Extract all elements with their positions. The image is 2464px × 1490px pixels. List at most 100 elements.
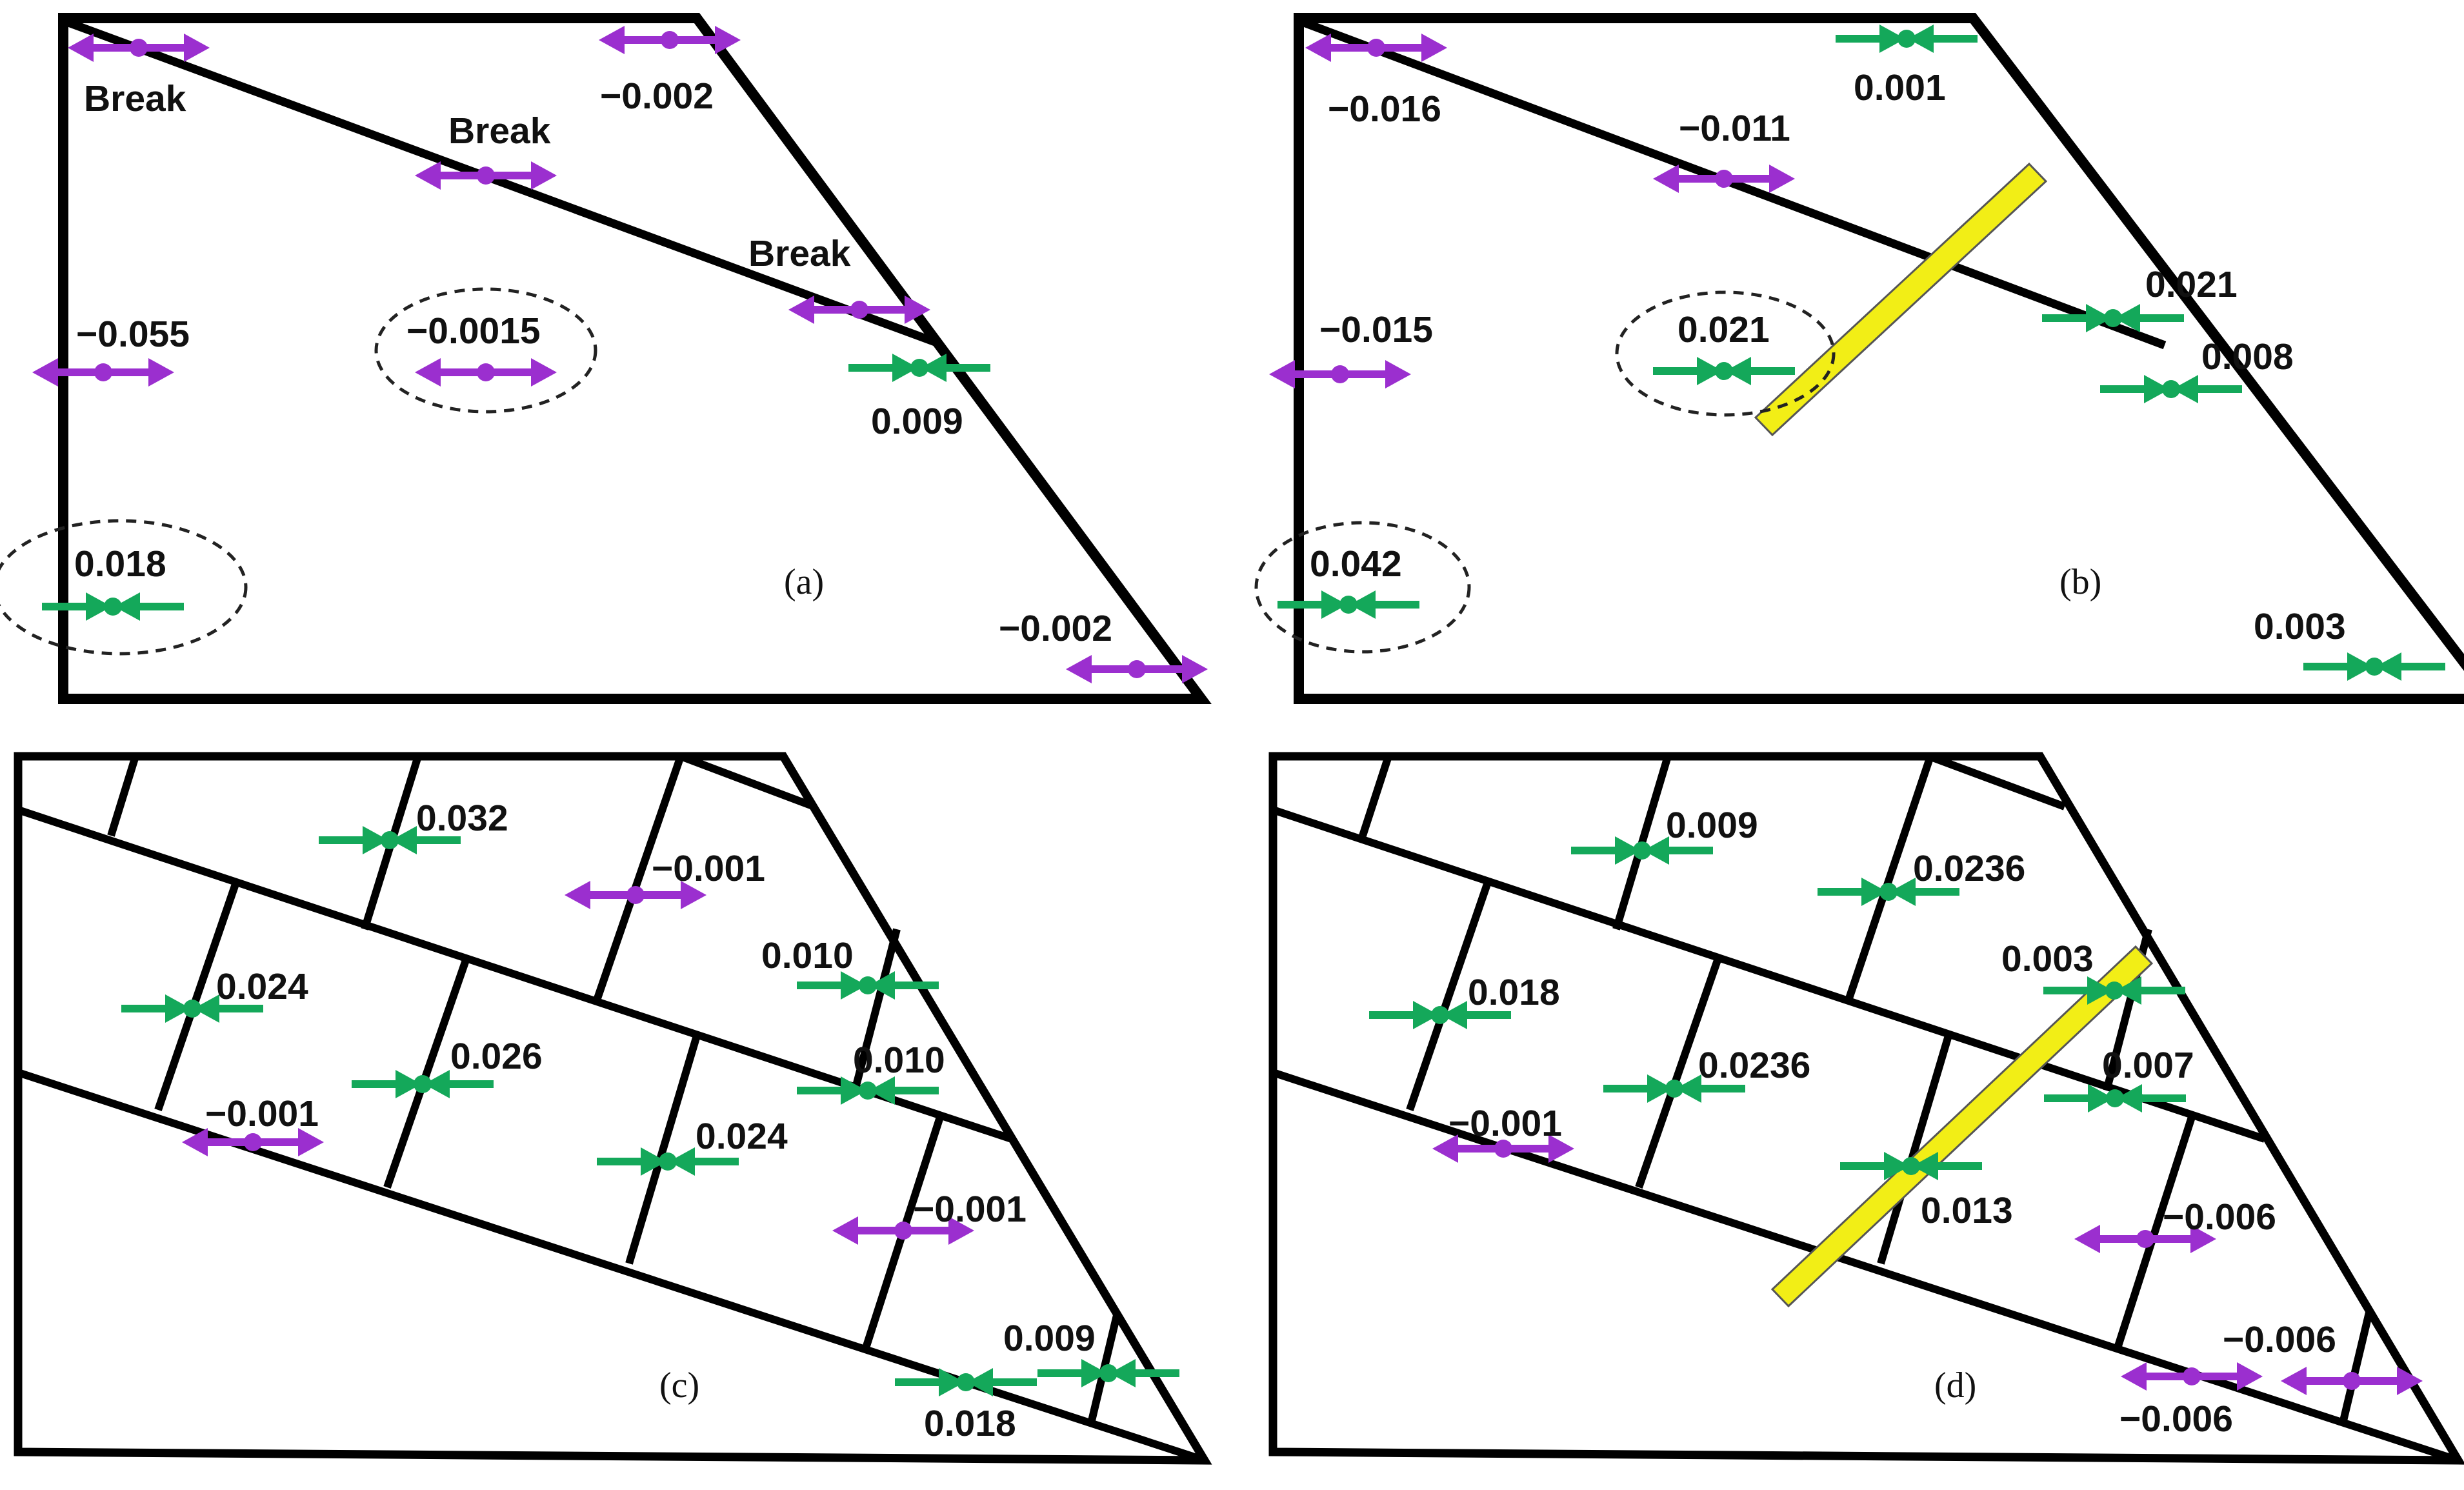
panel-d-cross-joint-5 [1635,959,1721,1189]
panel-a-value-3: −0.0015 [406,310,541,352]
panel-c-value-2: −0.001 [652,848,765,889]
panel-a-compression-arrow-2 [42,592,184,621]
panel-a-label: (a) [784,562,824,602]
panel-c-cross-joint-3 [593,755,685,1002]
panel-a-compression-arrow-1 [848,354,990,382]
panel-d-band-boundary-1 [1272,806,2266,1143]
panel-a-tension-arrow-1 [68,34,210,62]
panel-c-compression-arrow-3 [797,971,939,1000]
panel-d-tension-arrow-3 [2121,1362,2263,1391]
panel-d-label: (d) [1934,1365,1976,1405]
panel-a-tension-arrow-7 [1066,655,1208,683]
panel-c-band-boundary-2 [17,1069,1206,1464]
panel-b-value-1: −0.016 [1328,88,1441,130]
panel-a-highlight-ellipse-1 [374,287,597,414]
panel-b-compression-arrow-5 [1277,590,1419,619]
panel-a-value-6: −0.002 [999,608,1112,649]
panel-d-compression-arrow-2 [1818,878,1959,906]
panel-c-value-1: 0.032 [416,798,508,839]
panel-c-compression-arrow-8 [1037,1359,1179,1387]
panel-c-value-9: −0.001 [913,1189,1027,1230]
panel-a-break-label-3: Break [748,233,851,274]
panel-b-tension-arrow-1 [1305,34,1447,62]
panel-d-value-8: 0.013 [1921,1190,2013,1231]
panel-d-value-5: 0.0236 [1698,1045,1810,1086]
panel-b-value-5: 0.008 [2201,336,2294,378]
panel-a-value-5: 0.018 [74,543,166,585]
panel-d-tension-arrow-2 [2074,1225,2216,1253]
panel-d: 0.009 0.0236 0.018 0.003 0.0236 0.007 −0… [1268,752,2464,1465]
panel-b-compression-arrow-4 [1653,357,1795,385]
panel-b: −0.016 0.001 −0.011 0.021 0.008 −0.015 0… [1254,13,2464,704]
panel-b-value-8: 0.042 [1310,543,1402,585]
panel-a-highlight-ellipse-2 [0,519,248,656]
panel-b-compression-arrow-1 [1836,25,1978,53]
panel-b-compression-arrow-6 [2303,652,2445,681]
panel-d-cross-joint-3 [1845,755,1934,1002]
panel-c-cross-joint-1 [107,755,139,837]
panel-d-compression-arrow-5 [1603,1074,1745,1103]
panel-d-compression-arrow-1 [1571,836,1713,865]
panel-b-compression-arrow-3 [2100,375,2242,403]
panel-d-value-9: −0.006 [2163,1196,2276,1238]
panel-c-compression-arrow-2 [121,994,263,1023]
panel-c-tension-arrow-2 [182,1128,324,1156]
panel-d-band-boundary-2 [1272,1069,2459,1464]
panel-b-value-3: −0.011 [1679,108,1790,149]
panel-b-fault-zone [1754,162,2048,437]
panel-b-value-6: −0.015 [1319,309,1433,350]
panel-d-fault-zone [1770,945,2154,1308]
panel-c-compression-arrow-7 [895,1368,1037,1396]
panel-b-value-2: 0.001 [1854,67,1946,108]
panel-d-value-3: 0.018 [1468,972,1560,1013]
panel-c-compression-arrow-4 [797,1076,939,1105]
panel-c-value-10: 0.009 [1003,1318,1096,1359]
panel-d-value-1: 0.009 [1666,805,1758,846]
panel-a-tension-arrow-6 [415,358,557,387]
panel-a-outline [58,13,1212,704]
panel-d-value-2: 0.0236 [1913,848,2025,889]
panel-b-value-7: 0.021 [1678,309,1770,350]
panel-c-value-4: 0.010 [761,935,854,976]
panel-a-tension-arrow-4 [788,296,930,324]
panel-d-value-10: −0.006 [2223,1319,2336,1360]
panel-c-band-boundary-3 [679,752,816,810]
panel-d-value-7: −0.001 [1448,1103,1562,1144]
panel-d-value-6: 0.007 [2102,1045,2194,1086]
panel-c-compression-arrow-5 [352,1070,494,1098]
panel-a-value-2: −0.055 [76,314,190,355]
panel-c-value-3: 0.024 [216,966,308,1007]
panel-c-value-8: 0.024 [696,1116,788,1157]
panel-b-label: (b) [2059,562,2101,602]
panel-b-value-9: 0.003 [2254,606,2346,647]
panel-a-break-label-2: Break [448,110,551,152]
panel-b-highlight-ellipse-1 [1615,290,1836,417]
panel-d-compression-arrow-3 [1369,1001,1511,1029]
panel-c-tension-arrow-1 [565,881,706,909]
panel-d-compression-arrow-4 [2043,976,2185,1005]
panel-c-compression-arrow-1 [319,826,461,854]
panel-a-value-1: −0.002 [600,76,714,117]
panel-b-highlight-ellipse-2 [1254,521,1471,654]
panel-d-tension-arrow-1 [1432,1134,1574,1163]
panel-d-cross-joint-8 [2112,1114,2196,1353]
panel-c: 0.032 −0.001 0.024 0.010 0.010 0.026 −0.… [14,752,1212,1465]
panel-b-compression-arrow-2 [2042,304,2184,332]
panel-c-label: (c) [659,1365,699,1405]
panel-c-compression-arrow-6 [597,1147,739,1176]
panel-b-tension-arrow-2 [1653,165,1795,193]
panel-a-break-label-1: Break [84,78,186,119]
panel-a-tension-arrow-5 [32,358,174,387]
panel-d-value-4: 0.003 [2001,938,2094,980]
panel-c-cross-joint-7 [851,928,901,1092]
panel-c-value-7: −0.001 [205,1093,319,1134]
panel-c-value-5: 0.010 [853,1040,945,1081]
panel-d-tension-arrow-4 [2281,1367,2423,1395]
panel-a-tension-arrow-2 [599,26,741,54]
panel-d-band-boundary-3 [1927,752,2067,810]
panel-a-tension-arrow-3 [415,161,557,190]
panel-b-tension-arrow-3 [1269,360,1411,388]
panel-c-value-6: 0.026 [450,1036,543,1077]
